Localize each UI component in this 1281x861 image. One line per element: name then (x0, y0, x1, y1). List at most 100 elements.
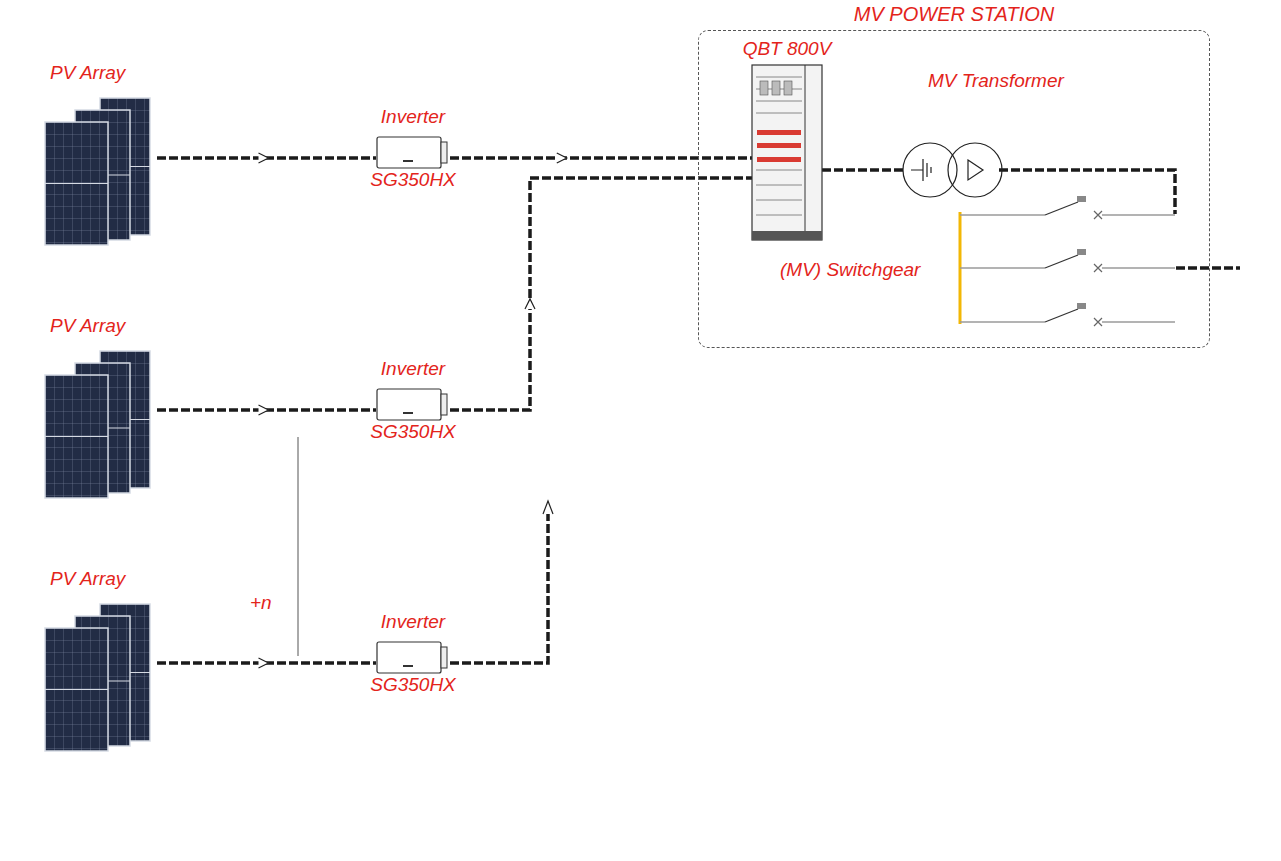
label-holder: +n (250, 592, 272, 614)
inverter-side (441, 647, 447, 668)
arrow-head (259, 153, 269, 163)
rail (756, 185, 802, 186)
switch-head (1077, 303, 1086, 309)
repeat-line (298, 437, 299, 656)
feeder-line (960, 214, 1045, 216)
device (784, 81, 792, 95)
cabinet-divider (805, 65, 806, 240)
switch-blade (1045, 309, 1078, 322)
pv-panel (45, 375, 108, 498)
feeder-line (960, 321, 1045, 323)
cabinet (752, 65, 822, 240)
rail (756, 200, 802, 201)
text-slot: Inverter (376, 358, 450, 380)
text-slot: MV POWER STATION (698, 3, 1210, 25)
inverter-body (377, 389, 441, 420)
component-label: Inverter (381, 106, 445, 128)
inverter-led (403, 412, 413, 414)
winding (903, 143, 957, 197)
pv-array: PV Array (45, 62, 157, 247)
pv-panel (45, 122, 108, 245)
switch-head (1077, 196, 1086, 202)
transformer: MV Transformer (903, 68, 1103, 200)
winding (948, 143, 1002, 197)
ground-mark (911, 159, 931, 181)
station-title: MV POWER STATION (854, 3, 1054, 25)
device (760, 81, 768, 95)
text-slot: SG350HX (376, 421, 450, 443)
breaker (960, 196, 1175, 219)
pv-panel (45, 628, 108, 751)
cable (450, 178, 752, 410)
cable-stub (450, 508, 548, 663)
switchgear: (MV) Switchgear (780, 257, 952, 283)
component-label: QBT 800V (743, 38, 832, 60)
rail (756, 215, 802, 216)
pv-array: PV Array (45, 315, 157, 500)
rail (756, 101, 802, 102)
outgoing-cable (1176, 266, 1240, 270)
inverter: InverterSG350HX (376, 106, 450, 192)
switch-blade (1045, 255, 1078, 268)
inverter-side (441, 394, 447, 415)
breaker-strip (757, 130, 801, 135)
component-label: MV Transformer (928, 70, 1064, 92)
switch-head (1077, 249, 1086, 255)
breaker-cross (1094, 264, 1102, 272)
pv-array-figure (45, 315, 157, 500)
device (772, 81, 780, 95)
feeder-line (1102, 321, 1175, 323)
text-slot: SG350HX (376, 169, 450, 191)
cable (450, 156, 752, 160)
text-slot: MV Transformer (928, 70, 1103, 92)
component-label: SG350HX (370, 421, 456, 443)
breaker-cross (1094, 318, 1102, 326)
text-slot: PV Array (50, 315, 157, 337)
rail (756, 170, 802, 171)
pv-array-figure (45, 568, 157, 753)
panel-divider (45, 689, 108, 690)
rail (756, 113, 802, 114)
panel-divider (45, 436, 108, 437)
component-label: Inverter (381, 611, 445, 633)
feeder-line (1102, 267, 1175, 269)
component-label: PV Array (50, 568, 125, 590)
inverter-side (441, 142, 447, 163)
component-label: (MV) Switchgear (780, 259, 920, 281)
switchboard-figure (752, 38, 822, 243)
inverter-body (377, 137, 441, 168)
arrow-head (259, 658, 269, 668)
repeat-label: +n (250, 592, 272, 614)
breaker (960, 303, 1175, 326)
component-label: Inverter (381, 358, 445, 380)
component-label: SG350HX (370, 674, 456, 696)
inverter-body (377, 642, 441, 673)
feeder-line (960, 267, 1045, 269)
breaker-strip (757, 157, 801, 162)
component-label: SG350HX (370, 169, 456, 191)
switchboard: QBT 800V (752, 38, 822, 243)
text-slot: PV Array (50, 568, 157, 590)
panel-divider (45, 183, 108, 184)
pv-array-figure (45, 62, 157, 247)
breaker (960, 249, 1175, 272)
breaker-strip (757, 143, 801, 148)
component-label: PV Array (50, 62, 125, 84)
inverter-led (403, 665, 413, 667)
mv-cable (999, 170, 1175, 214)
inverter: InverterSG350HX (376, 611, 450, 697)
cable (822, 168, 903, 172)
arrow-head (259, 405, 269, 415)
switch-blade (1045, 202, 1078, 215)
component-label: PV Array (50, 315, 125, 337)
text-slot: (MV) Switchgear (780, 259, 952, 281)
inverter: InverterSG350HX (376, 358, 450, 444)
breaker-cross (1094, 211, 1102, 219)
text-slot: PV Array (50, 62, 157, 84)
cabinet-body (752, 65, 822, 240)
rail (756, 77, 802, 78)
power-station: MV POWER STATION QBT 800V MV Transformer (M… (698, 0, 1210, 348)
arrow-head (525, 299, 535, 309)
